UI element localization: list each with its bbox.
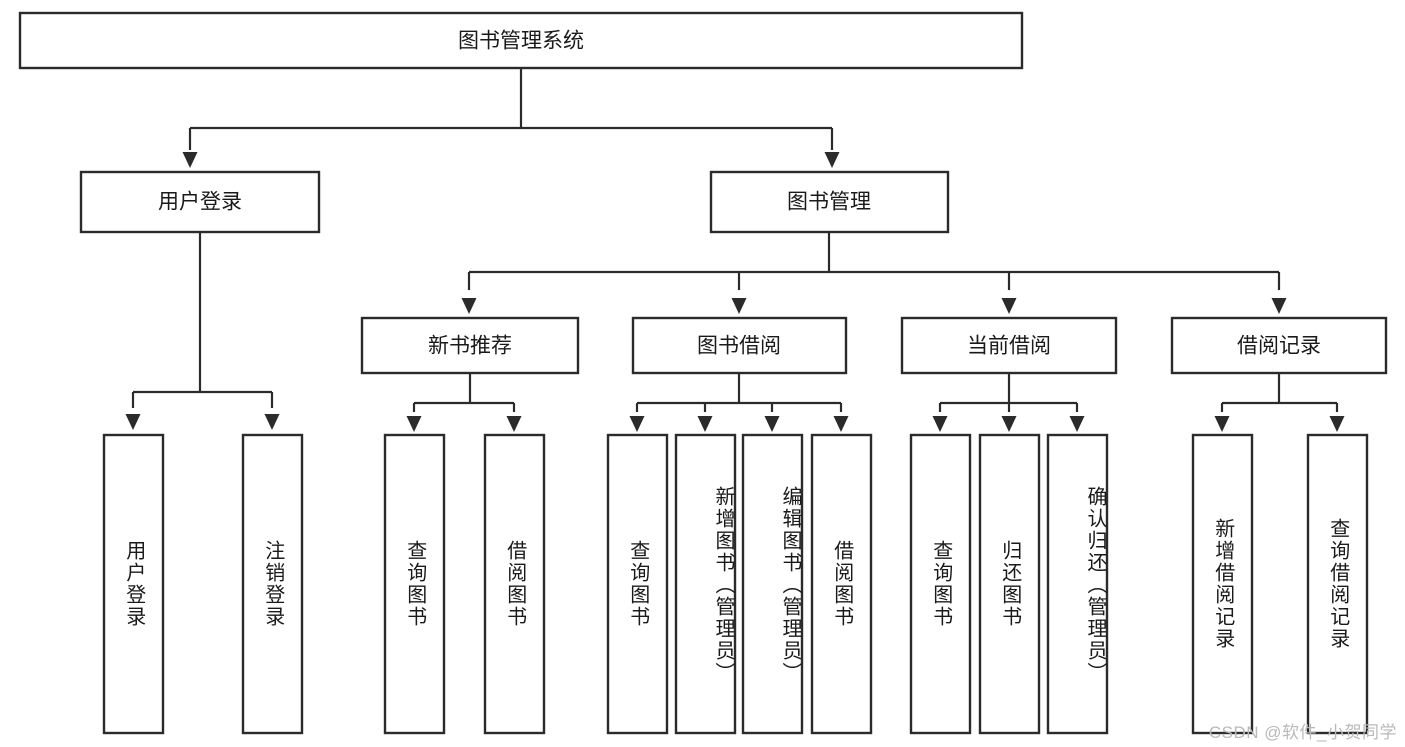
node-user-login[interactable]: 用户登录 [79, 170, 321, 234]
leaf-box-book-borrow-1[interactable] [674, 433, 737, 735]
node-root-label: 图书管理系统 [458, 30, 584, 53]
leaf-box-book-borrow-0[interactable] [606, 433, 669, 735]
node-book-manage-label: 图书管理 [787, 191, 871, 214]
leaf-box-current-borrow-0[interactable] [909, 433, 972, 735]
leaf-box-book-borrow-3[interactable] [810, 433, 873, 735]
leaf-box-new-book-0[interactable] [383, 433, 446, 735]
watermark-text: CSDN @软件_小贺同学 [1208, 723, 1397, 742]
connector-borrow-record-to-leaves [1214, 373, 1345, 432]
node-new-book-recommend[interactable]: 新书推荐 [360, 316, 580, 375]
leaf-box-current-borrow-1[interactable] [978, 433, 1041, 735]
node-current-borrow[interactable]: 当前借阅 [900, 316, 1118, 375]
node-new-book-recommend-label: 新书推荐 [428, 335, 512, 358]
connector-new-book-recommend-to-leaves [406, 373, 522, 432]
connector-current-borrow-to-leaves [932, 373, 1085, 432]
leaf-box-borrow-record-1[interactable] [1306, 433, 1369, 735]
leaf-box-borrow-record-0[interactable] [1191, 433, 1254, 735]
connector-root-to-level2 [182, 68, 840, 168]
node-borrow-record-label: 借阅记录 [1237, 335, 1321, 358]
node-book-borrow[interactable]: 图书借阅 [631, 316, 848, 375]
leaf-box-book-borrow-2[interactable] [741, 433, 804, 735]
node-book-borrow-label: 图书借阅 [697, 335, 781, 358]
node-borrow-record[interactable]: 借阅记录 [1170, 316, 1388, 375]
leaf-box-new-book-1[interactable] [483, 433, 546, 735]
arrow-to-user-login [182, 152, 198, 168]
node-book-manage[interactable]: 图书管理 [709, 170, 950, 234]
arrow-to-book-manage [824, 152, 840, 168]
leaf-box-user-login-1[interactable] [241, 433, 304, 735]
leaf-box-user-login-0[interactable] [102, 433, 165, 735]
node-current-borrow-label: 当前借阅 [967, 335, 1051, 358]
connector-book-manage-to-level3 [461, 232, 1287, 314]
leaf-box-current-borrow-2[interactable] [1046, 433, 1109, 735]
connector-book-borrow-to-leaves [629, 373, 849, 432]
node-user-login-label: 用户登录 [158, 191, 242, 214]
connector-user-login-to-leaves [125, 232, 280, 430]
node-root[interactable]: 图书管理系统 [18, 11, 1024, 70]
